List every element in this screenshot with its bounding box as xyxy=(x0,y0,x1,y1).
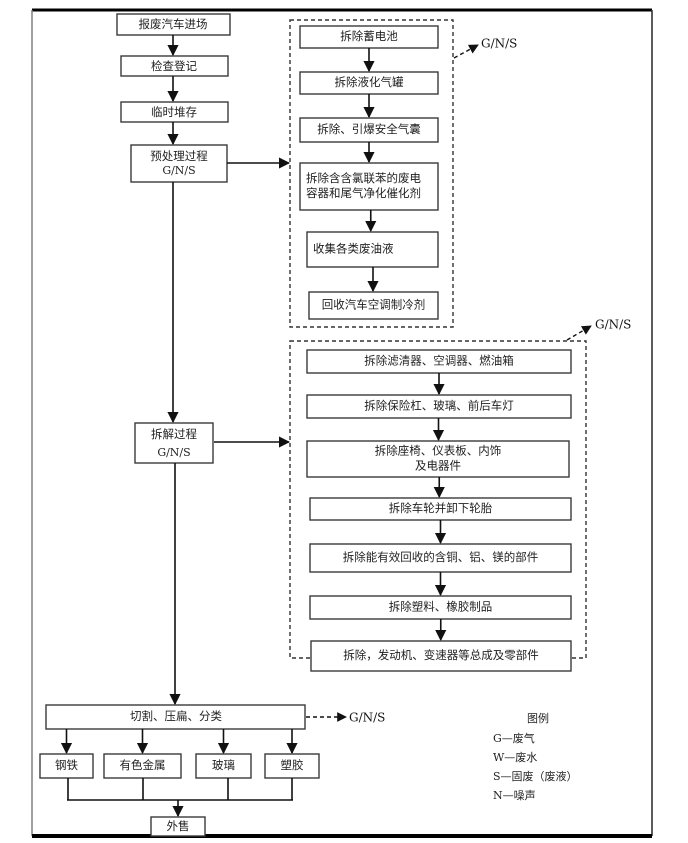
pretreatment-emission-arrow xyxy=(453,44,479,59)
node-dismantling-emission: G/N/S xyxy=(157,446,190,459)
pretreatment-step-label: 容器和尾气净化催化剂 xyxy=(306,186,421,200)
dismantling-step: 拆除保险杠、玻璃、前后车灯 xyxy=(306,394,572,419)
node-external-sale: 外售 xyxy=(150,816,206,837)
product-node: 玻璃 xyxy=(195,753,252,779)
pretreatment-emission-label: G/N/S xyxy=(481,37,517,51)
pretreatment-step-label: 拆除液化气罐 xyxy=(335,75,404,89)
cutting-emission-label: G/N/S xyxy=(349,711,385,725)
dismantling-emission-arrow xyxy=(566,325,592,341)
pretreatment-step: 拆除液化气罐 xyxy=(299,71,439,95)
node-inspect-register: 检查登记 xyxy=(120,55,229,77)
node-dismantling-title: 拆解过程 xyxy=(151,427,197,441)
dismantling-step-label: 拆除车轮并卸下轮胎 xyxy=(389,501,493,515)
node-pretreatment-title: 预处理过程 xyxy=(150,149,208,163)
node-temporary-storage-label: 临时堆存 xyxy=(151,105,197,119)
dismantling-group: 拆除滤清器、空调器、燃油箱拆除保险杠、玻璃、前后车灯拆除座椅、仪表板、内饰及电器… xyxy=(289,318,631,672)
dismantling-step-label: 拆除保险杠、玻璃、前后车灯 xyxy=(364,399,514,413)
node-cutting-sorting-label: 切割、压扁、分类 xyxy=(130,709,222,723)
dismantling-step: 拆除滤清器、空调器、燃油箱 xyxy=(306,349,572,374)
dismantling-step: 拆除能有效回收的含铜、铝、镁的部件 xyxy=(309,543,572,573)
dismantling-emission-label: G/N/S xyxy=(595,318,631,332)
product-node: 钢铁 xyxy=(39,753,94,779)
product-merge-lines xyxy=(67,778,293,818)
node-vehicle-entry: 报废汽车进场 xyxy=(116,13,231,36)
node-cutting-sorting: 切割、压扁、分类 xyxy=(45,704,306,730)
pretreatment-step: 拆除蓄电池 xyxy=(299,25,439,49)
dismantling-step-label: 拆除，发动机、变速器等总成及零部件 xyxy=(343,648,539,662)
outer-frame xyxy=(31,8,653,838)
product-label: 塑胶 xyxy=(281,758,304,772)
pretreatment-group: 拆除蓄电池拆除液化气罐拆除、引爆安全气囊拆除含含氯联苯的废电容器和尾气净化催化剂… xyxy=(289,19,517,328)
pretreatment-step-label: 拆除、引爆安全气囊 xyxy=(317,122,421,136)
legend-item-s: S—固废（废液） xyxy=(493,769,578,783)
node-inspect-register-label: 检查登记 xyxy=(151,59,197,73)
dismantling-step-label: 拆除塑料、橡胶制品 xyxy=(389,600,493,614)
node-pretreatment-emission: G/N/S xyxy=(162,164,195,177)
product-label: 玻璃 xyxy=(212,758,235,772)
pretreatment-step: 拆除、引爆安全气囊 xyxy=(299,117,439,143)
node-external-sale-label: 外售 xyxy=(167,819,190,833)
pretreatment-step-label: 拆除含含氯联苯的废电 xyxy=(306,171,421,185)
dismantling-step-label: 拆除滤清器、空调器、燃油箱 xyxy=(364,354,514,368)
legend-item-g: G—废气 xyxy=(493,731,535,745)
pretreatment-step-label: 拆除蓄电池 xyxy=(340,29,398,43)
legend-title: 图例 xyxy=(527,711,549,725)
product-label: 钢铁 xyxy=(55,758,78,772)
legend-item-w: W—废水 xyxy=(493,750,537,764)
pretreatment-step-label: 回收汽车空调制冷剂 xyxy=(322,298,426,312)
node-pretreatment: 预处理过程 G/N/S xyxy=(130,144,228,183)
dismantling-step: 拆除塑料、橡胶制品 xyxy=(309,595,572,620)
product-node: 有色金属 xyxy=(103,753,182,779)
dismantling-step-label: 及电器件 xyxy=(415,459,461,473)
dismantling-step-label: 拆除座椅、仪表板、内饰 xyxy=(375,444,502,458)
legend-item-n: N—噪声 xyxy=(493,788,536,802)
product-label: 有色金属 xyxy=(120,758,166,772)
pretreatment-step: 收集各类废油液 xyxy=(306,231,439,268)
node-dismantling: 拆解过程 G/N/S xyxy=(134,422,214,464)
dismantling-step-label: 拆除能有效回收的含铜、铝、镁的部件 xyxy=(343,550,539,564)
pretreatment-step-label: 收集各类废油液 xyxy=(313,242,394,256)
product-node: 塑胶 xyxy=(264,753,320,779)
dismantling-step: 拆除车轮并卸下轮胎 xyxy=(309,497,572,521)
dismantling-step: 拆除，发动机、变速器等总成及零部件 xyxy=(310,640,572,672)
node-vehicle-entry-label: 报废汽车进场 xyxy=(139,17,208,31)
node-temporary-storage: 临时堆存 xyxy=(120,101,229,123)
legend: 图例 G—废气 W—废水 S—固废（废液） N—噪声 xyxy=(493,711,578,802)
pretreatment-step: 回收汽车空调制冷剂 xyxy=(308,291,439,320)
